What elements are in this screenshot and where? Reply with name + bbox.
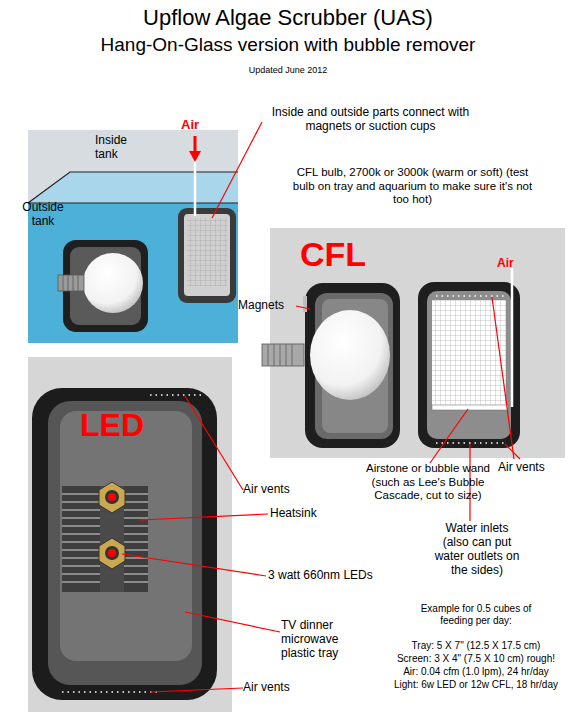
callout-label: Airstone or bubble wand (such as Lee's B… <box>353 462 503 503</box>
update-note: Updated June 2012 <box>0 65 576 76</box>
panel-heading: LED <box>80 407 144 445</box>
example-note: Air: 0.04 cfm (1.0 lpm), 24 hr/day <box>376 666 576 678</box>
callout-label: Air vents <box>243 680 290 694</box>
callout-label: Air vents <box>498 460 545 474</box>
callout-label: Inside and outside parts connect with ma… <box>268 105 473 133</box>
callout-label: CFL bulb, 2700k or 3000k (warm or soft) … <box>285 166 540 207</box>
diagram-title: Upflow Algae Scrubber (UAS) <box>0 5 576 31</box>
part-label: Outside tank <box>17 200 69 228</box>
callout-label: Magnets <box>238 298 284 312</box>
illustration-panel: LED <box>28 357 232 712</box>
callout-label: TV dinner microwave plastic tray <box>281 618 357 660</box>
part-label: Inside tank <box>95 133 140 161</box>
panel-heading: CFL <box>300 234 366 274</box>
example-note: Light: 6w LED or 12w CFL, 18 hr/day <box>376 679 576 691</box>
air-label: Air <box>181 117 199 132</box>
subtitle: Hang-On-Glass version with bubble remove… <box>0 34 576 56</box>
example-note: Example for 0.5 cubes of feeding per day… <box>416 603 536 627</box>
example-note: Screen: 3 X 4" (7.5 X 10 cm) rough! <box>376 653 576 665</box>
callout-label: Heatsink <box>270 506 317 520</box>
callout-label: 3 watt 660nm LEDs <box>268 568 373 582</box>
illustration-panel: Inside tankAirOutside tank <box>28 130 238 343</box>
callout-label: Water inlets (also can put water outlets… <box>432 521 522 578</box>
illustration-panel: CFL Air <box>270 228 565 458</box>
example-note: Tray: 5 X 7" (12.5 X 17.5 cm) <box>376 640 576 652</box>
callout-label: Air vents <box>243 482 290 496</box>
air-label: Air <box>497 256 514 270</box>
